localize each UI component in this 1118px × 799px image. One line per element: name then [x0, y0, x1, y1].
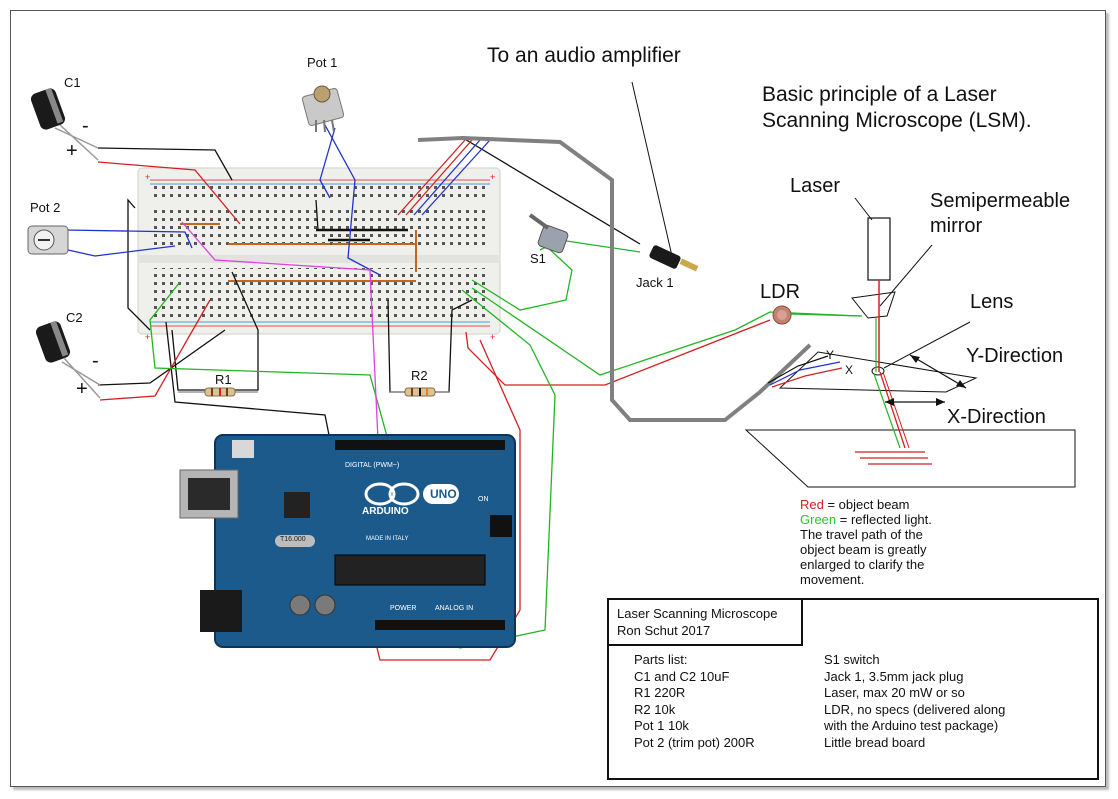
pot2-label: Pot 2 [30, 200, 61, 215]
parts-right-item: Jack 1, 3.5mm jack plug [824, 668, 964, 684]
jack1-label: Jack 1 [636, 275, 674, 290]
y-small-label: Y [826, 348, 835, 362]
arduino-crystal-label: T16.000 [280, 536, 306, 543]
breadboard: + + + + [137, 167, 501, 342]
mirror-label-line1: Semipermeable [930, 190, 1071, 212]
arduino-power-label: POWER [390, 605, 417, 612]
c2-minus-label: - [92, 350, 99, 372]
audio-cable [417, 135, 812, 422]
legend-line6: movement. [800, 572, 865, 587]
x-direction-label: X-Direction [947, 406, 1046, 428]
parts-left-item: C1 and C2 10uF [634, 668, 730, 684]
parts-right-item: S1 switch [824, 652, 880, 667]
title-block-name: Laser Scanning Microscope [617, 606, 778, 621]
potentiometer-pot1 [301, 85, 345, 133]
legend-green-text: = reflected light. [836, 512, 932, 527]
amplifier-label: To an audio amplifier [487, 44, 681, 67]
s1-label: S1 [530, 251, 546, 266]
parts-right-item: Little bread board [824, 734, 926, 750]
magenta-wire [181, 221, 379, 441]
capacitor-c1 [30, 87, 99, 161]
capacitor-c2 [35, 320, 101, 399]
legend-green-word: Green [800, 512, 837, 527]
parts-left-item: Parts list: [634, 652, 688, 667]
resistor-r1 [178, 387, 258, 397]
legend-line3: The travel path of the [800, 527, 923, 542]
x-small-label: X [845, 363, 854, 377]
arduino-made-in-label: MADE IN ITALY [366, 536, 409, 542]
c1-minus-label: - [82, 115, 89, 137]
r1-label: R1 [215, 372, 232, 387]
amplifier-pointer-line [631, 81, 673, 257]
lens-label: Lens [970, 291, 1014, 313]
jumper-wires [180, 223, 417, 282]
parts-list-right: S1 switch Jack 1, 3.5mm jack plug Laser,… [824, 652, 1005, 751]
c1-label: C1 [64, 75, 81, 90]
title-block: Laser Scanning Microscope Ron Schut 2017… [607, 598, 1099, 780]
arduino-uno-board [179, 434, 516, 648]
c2-label: C2 [66, 310, 83, 325]
legend-line5: enlarged to clarify the [800, 557, 925, 572]
beam-legend: Red = object beam Green = reflected ligh… [800, 497, 1000, 587]
mirror-label-line2: mirror [930, 215, 983, 237]
svg-text:+: + [145, 172, 150, 182]
arduino-analog-label: ANALOG IN [435, 605, 474, 612]
svg-text:+: + [490, 172, 495, 182]
potentiometer-pot2 [27, 225, 69, 255]
parts-list-left: Parts list: C1 and C2 10uF R1 220R R2 10… [634, 652, 755, 751]
jack1-plug [649, 245, 699, 272]
title-line1: Basic principle of a Laser [762, 83, 997, 106]
microscope-schematic [744, 197, 1076, 488]
ldr-sensor [772, 305, 792, 325]
title-block-header: Laser Scanning Microscope Ron Schut 2017 [609, 600, 803, 646]
ldr-label: LDR [760, 281, 801, 303]
c1-plus-label: + [66, 140, 78, 162]
parts-left-item: R1 220R [634, 685, 686, 700]
title-line2: Scanning Microscope (LSM). [762, 109, 1032, 132]
r2-label: R2 [411, 368, 428, 383]
svg-text:+: + [490, 332, 495, 342]
switch-s1 [528, 213, 569, 254]
svg-text:+: + [145, 332, 150, 342]
legend-red-word: Red [800, 497, 824, 512]
parts-right-item: with the Arduino test package) [824, 718, 999, 733]
c2-plus-label: + [76, 378, 88, 400]
arduino-digital-label: DIGITAL (PWM~) [345, 462, 400, 469]
arduino-logo-text: ARDUINO [362, 506, 409, 517]
parts-right-item: Laser, max 20 mW or so [824, 685, 965, 700]
arduino-model: UNO [430, 487, 457, 501]
parts-left-item: R2 10k [634, 701, 676, 717]
title-block-author: Ron Schut 2017 [617, 623, 711, 638]
parts-right-item: LDR, no specs (delivered along [824, 701, 1006, 717]
pot1-label: Pot 1 [307, 55, 338, 70]
laser-label: Laser [790, 175, 841, 197]
arduino-on-label: ON [478, 496, 489, 503]
resistor-r2 [390, 387, 450, 397]
legend-green-line: Green = reflected light. [800, 512, 1000, 527]
legend-line4: object beam is greatly [800, 542, 927, 557]
blue-wires [64, 124, 491, 276]
legend-red-text: = object beam [823, 497, 910, 512]
parts-left-item: Pot 2 (trim pot) 200R [634, 734, 755, 750]
y-direction-label: Y-Direction [966, 345, 1064, 367]
legend-red-line: Red = object beam [800, 497, 1000, 512]
parts-left-item: Pot 1 10k [634, 718, 689, 733]
